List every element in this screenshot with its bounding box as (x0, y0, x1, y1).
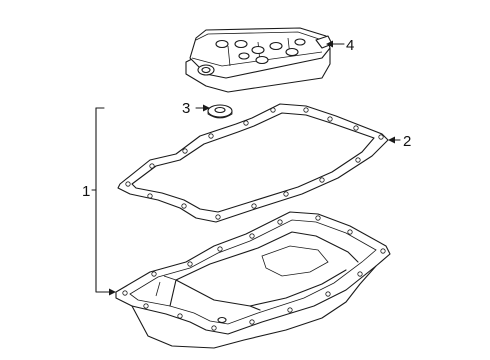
callout-1: 1 (82, 183, 90, 200)
filter-assembly (185, 27, 333, 93)
callout-3: 3 (182, 100, 190, 117)
seal-ring (207, 104, 233, 119)
leader-lines (95, 40, 401, 296)
pan-gasket (117, 103, 389, 223)
oil-pan (115, 211, 391, 349)
callout-2: 2 (403, 133, 411, 150)
callout-4: 4 (346, 37, 354, 54)
